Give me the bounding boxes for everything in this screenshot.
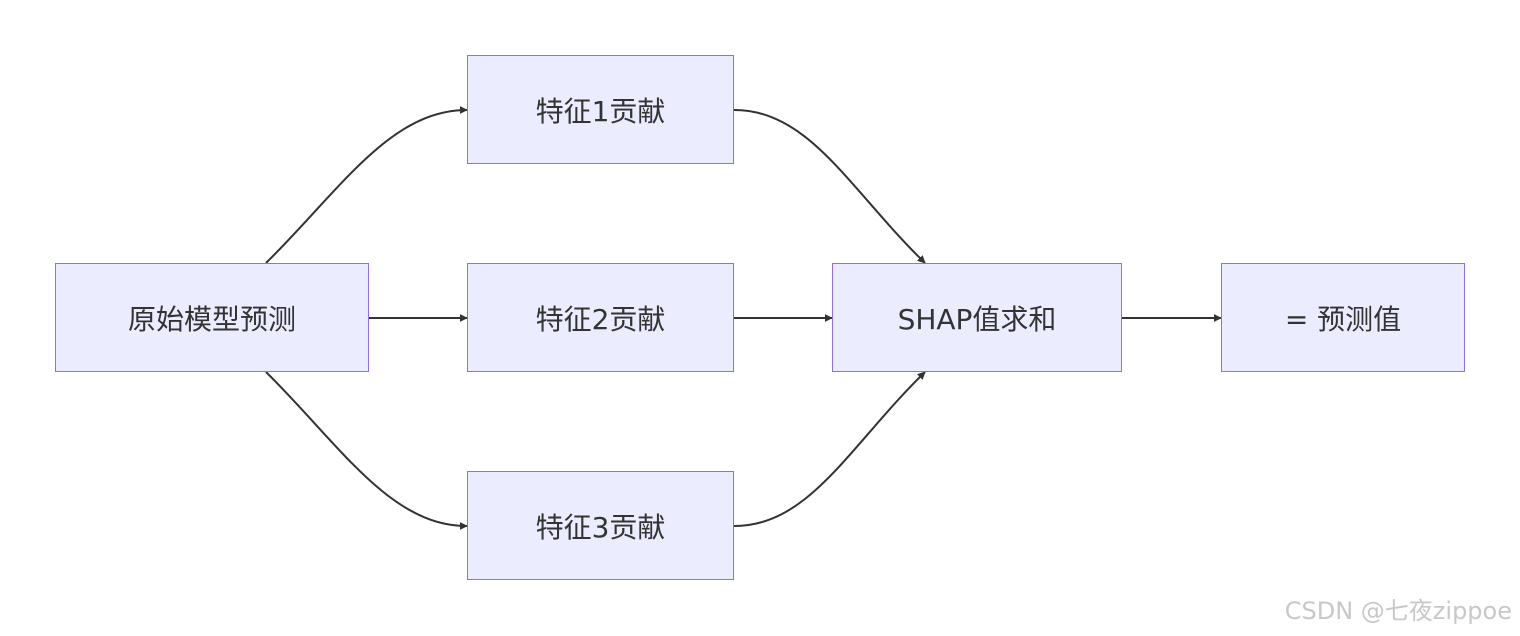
node-feature3-contribution-label: 特征3贡献: [535, 510, 666, 544]
node-shap-sum-label: SHAP值求和: [897, 302, 1057, 336]
node-feature1-contribution-label: 特征1贡献: [535, 94, 666, 128]
node-shap-sum: SHAP值求和: [832, 263, 1122, 372]
node-prediction-value-label: = 预测值: [1284, 302, 1402, 336]
node-prediction-value: = 预测值: [1221, 263, 1465, 372]
node-feature1-contribution: 特征1贡献: [467, 55, 734, 164]
node-original-prediction-label: 原始模型预测: [127, 302, 296, 336]
edge-original-to-feature3: [265, 371, 468, 530]
node-feature2-contribution: 特征2贡献: [467, 263, 734, 372]
edge-feature3-to-sum: [733, 371, 926, 527]
edge-original-to-feature1: [265, 106, 468, 264]
edge-feature1-to-sum: [733, 109, 926, 264]
node-feature2-contribution-label: 特征2贡献: [535, 302, 666, 336]
node-feature3-contribution: 特征3贡献: [467, 471, 734, 580]
watermark-text: CSDN @七夜zippoe: [1284, 597, 1512, 625]
node-original-prediction: 原始模型预测: [55, 263, 369, 372]
